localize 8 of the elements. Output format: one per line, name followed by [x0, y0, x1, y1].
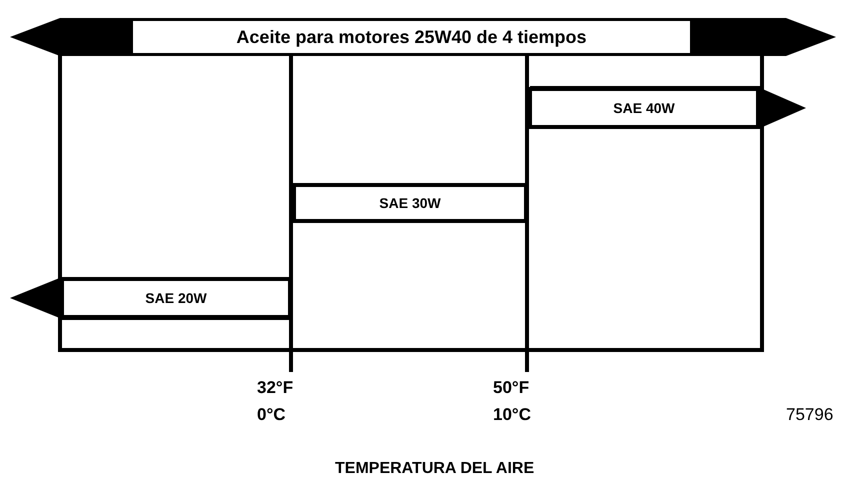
temperature-label: 32°F [257, 378, 294, 398]
range-band: Aceite para motores 25W40 de 4 tiempos [10, 18, 836, 56]
axis-title: TEMPERATURA DEL AIRE [335, 460, 534, 478]
temperature-label: 10°C [493, 405, 531, 425]
temperature-label: 0°C [257, 405, 286, 425]
figure-number: 75796 [786, 405, 834, 425]
grade-bar: SAE 30W [292, 183, 528, 223]
temperature-label: 50°F [493, 378, 530, 398]
